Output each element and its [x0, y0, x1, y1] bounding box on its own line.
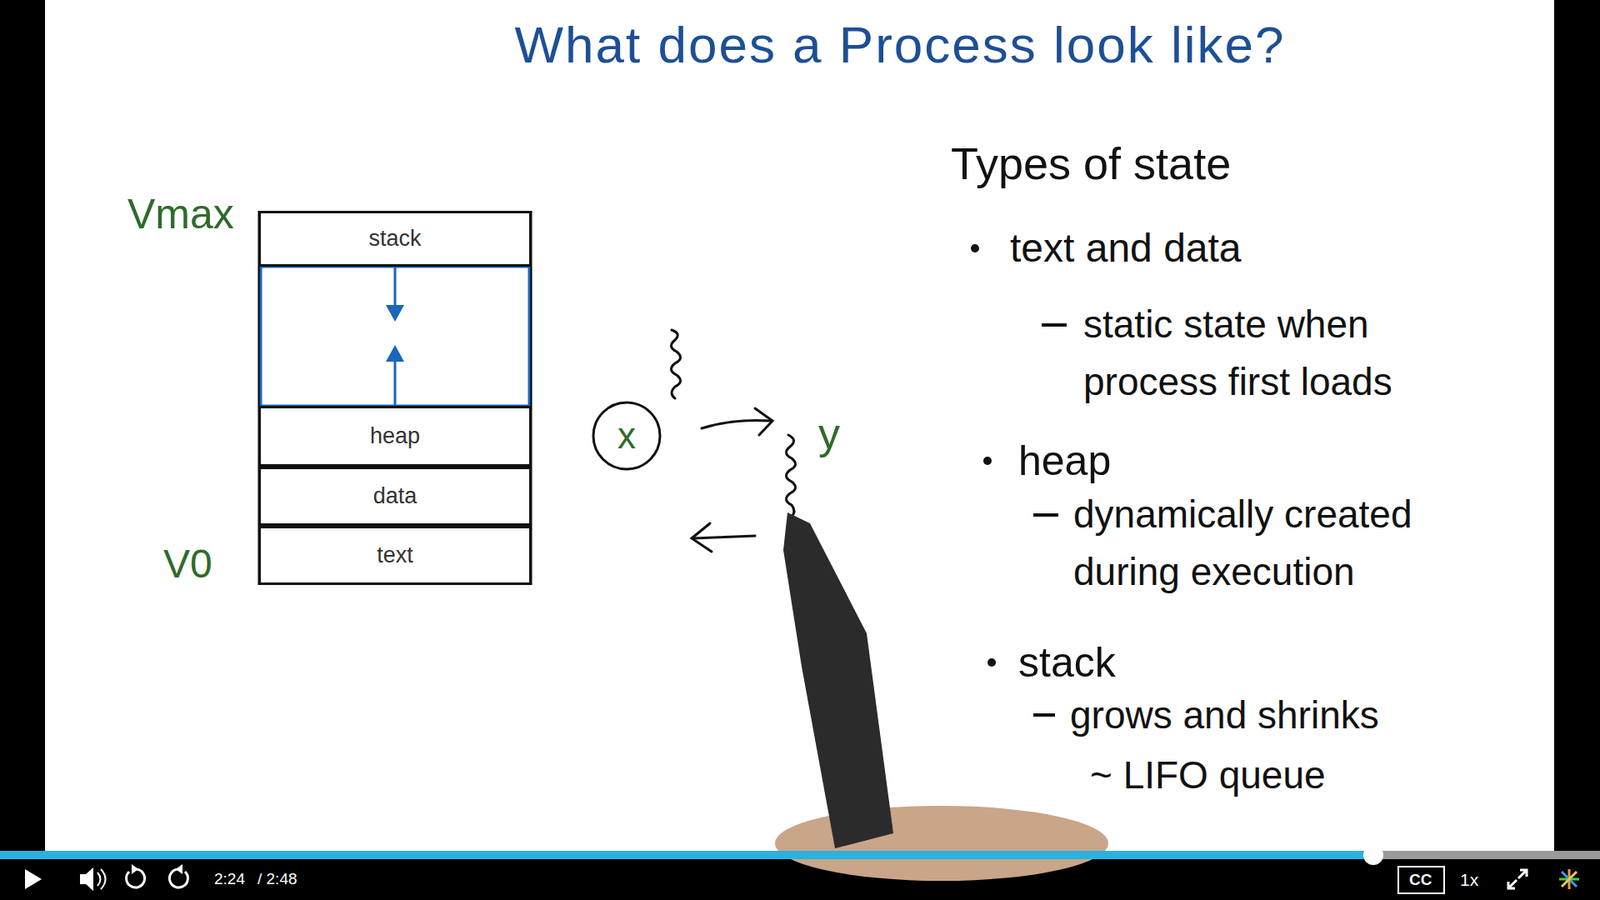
squiggle [785, 435, 795, 517]
forward-head [175, 864, 183, 875]
bullet [970, 244, 980, 253]
segment-name: heap [370, 423, 420, 450]
heading: Types of state [950, 130, 1231, 198]
list-item: stack [1018, 631, 1116, 695]
caption-button: CC [1409, 868, 1432, 893]
arrow-line [693, 535, 755, 539]
address-space [259, 210, 531, 585]
video-controls [0, 845, 1600, 894]
variable-name: x [617, 415, 636, 457]
segment-name: data [373, 483, 418, 510]
circle [593, 402, 660, 470]
bullet [983, 456, 992, 465]
fullscreen-icon [1508, 870, 1527, 889]
dash [1033, 513, 1059, 517]
grow-arrow [394, 358, 397, 405]
rewind-head [131, 864, 139, 875]
variable-name: y [818, 400, 840, 466]
list-item: heap [1018, 430, 1111, 493]
speed-button: 1x [1460, 866, 1479, 894]
segment-name: stack [368, 225, 421, 252]
progress-fill [0, 850, 1374, 860]
dash [1041, 323, 1067, 327]
memory-segment: heap [258, 405, 532, 467]
address-label: Vmax [127, 183, 235, 246]
circled-variable: x [591, 400, 662, 471]
segment-name: text [376, 542, 414, 569]
time-total: / 2:48 [257, 867, 298, 892]
memory-segment: stack [258, 210, 532, 267]
memory-segment: text [258, 525, 532, 585]
bullet [987, 658, 996, 667]
pen [783, 512, 894, 849]
list-subitem: grows and shrinks [1070, 686, 1380, 745]
volume-waves [97, 869, 106, 890]
forward-icon [169, 869, 188, 888]
memory-segment: data [258, 466, 532, 526]
logo [1559, 869, 1580, 890]
volume-icon [80, 867, 94, 891]
grow-arrow [394, 267, 397, 310]
logo-ray [1561, 871, 1577, 887]
address-label: V0 [163, 534, 213, 595]
arrow-head [385, 305, 405, 322]
rewind-icon [126, 869, 145, 888]
arrow-line [701, 420, 771, 429]
hand [775, 805, 1109, 881]
title: What does a Process look like? [515, 15, 1286, 75]
list-item: text and data [1010, 218, 1242, 279]
list-subitem: ~ LIFO queue [1090, 746, 1326, 805]
dash [1033, 713, 1055, 717]
time-current: 2:24 [214, 867, 245, 892]
progress-track [0, 850, 1600, 860]
free-region [260, 266, 530, 406]
squiggle [670, 330, 680, 399]
list-subitem: static state when process first loads [1083, 295, 1467, 411]
logo-ray [1561, 871, 1577, 887]
arrow-head [691, 523, 712, 552]
arrow-head [385, 345, 405, 362]
play-icon [25, 869, 42, 890]
progress-knob [1363, 845, 1384, 865]
pen-and-hand [775, 512, 1109, 881]
arrow-head [755, 408, 773, 435]
sketch [670, 330, 795, 552]
cc-box [1398, 866, 1445, 894]
list-subitem: dynamically created during execution [1073, 485, 1457, 601]
